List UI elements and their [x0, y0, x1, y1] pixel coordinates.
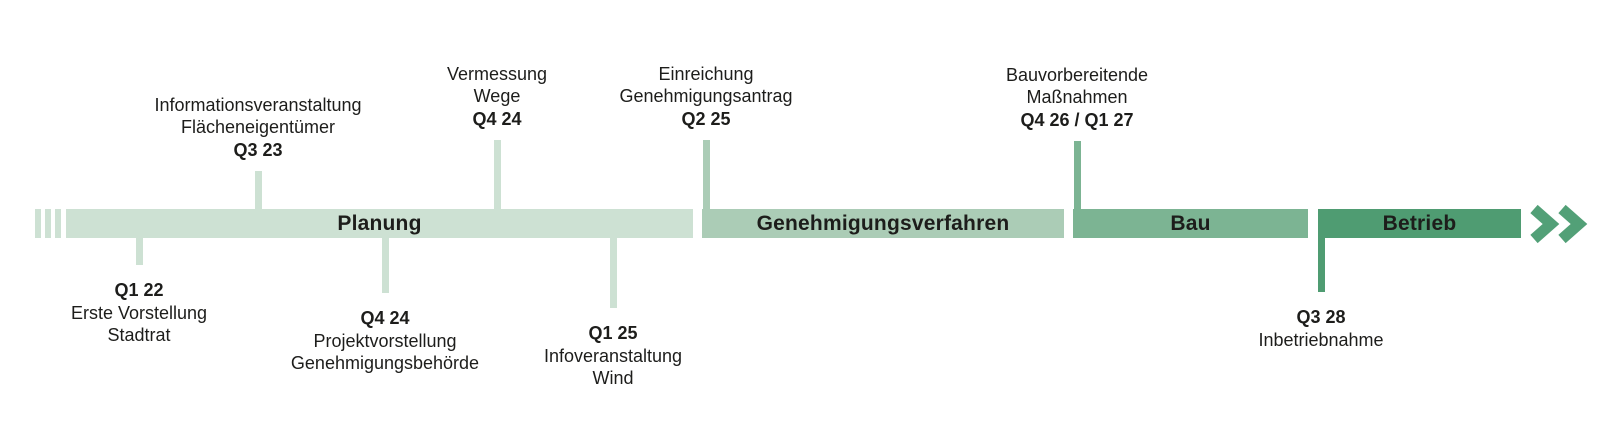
phase-bar-bau: Bau: [1073, 209, 1308, 238]
milestone-line: Erste Vorstellung: [70, 303, 208, 323]
milestone-line: Wind: [592, 368, 634, 388]
milestone-below: Q3 28 Inbetriebnahme: [1146, 305, 1496, 351]
milestone-quarter: Q1 22: [114, 280, 164, 300]
milestone-line: Genehmigungsbehörde: [290, 353, 480, 373]
milestone-tick-above: [1073, 141, 1081, 209]
milestone-line: Projektvorstellung: [313, 331, 457, 351]
milestone-quarter: Q4 24: [472, 109, 522, 129]
milestone-line: Bauvorbereitende: [1005, 65, 1149, 85]
milestone-quarter: Q1 25: [588, 323, 638, 343]
milestone-quarter: Q4 26 / Q1 27: [1020, 110, 1134, 130]
milestone-line: Stadtrat: [107, 325, 171, 345]
phase-label-bau: Bau: [1170, 211, 1211, 235]
phase-bar-genehmigungsverfahren: Genehmigungsverfahren: [702, 209, 1064, 238]
milestone-quarter: Q4 24: [360, 308, 410, 328]
forward-chevrons-icon: [1530, 204, 1588, 244]
phase-bar-planung: Planung: [66, 209, 693, 238]
phase-label-betrieb: Betrieb: [1382, 211, 1457, 235]
milestone-line: Wege: [473, 86, 521, 106]
timeline-start-mark: [55, 209, 61, 238]
milestone-tick-below: [1317, 238, 1325, 292]
milestone-line: Informationsveranstaltung: [154, 95, 362, 115]
milestone-line: Genehmigungsantrag: [619, 86, 793, 106]
phase-label-planung: Planung: [337, 211, 422, 235]
milestone-tick-above: [493, 140, 501, 209]
phase-bar-betrieb: Betrieb: [1318, 209, 1521, 238]
milestone-quarter: Q3 23: [233, 140, 283, 160]
milestone-tick-above: [702, 140, 710, 209]
milestone-tick-below: [135, 238, 143, 265]
milestone-line: Flächeneigentümer: [180, 117, 336, 137]
milestone-line: Vermessung: [446, 64, 548, 84]
milestone-quarter: Q2 25: [681, 109, 731, 129]
timeline-start-mark: [45, 209, 51, 238]
milestone-tick-below: [609, 238, 617, 308]
milestone-line: Maßnahmen: [1026, 87, 1128, 107]
milestone-line: Infoveranstaltung: [543, 346, 683, 366]
milestone-quarter: Q3 28: [1296, 307, 1346, 327]
milestone-line: Einreichung: [658, 64, 754, 84]
milestone-line: Inbetriebnahme: [1258, 330, 1384, 350]
milestone-tick-above: [254, 171, 262, 209]
timeline-start-mark: [35, 209, 41, 238]
milestone-tick-below: [381, 238, 389, 293]
phase-label-genehmigungsverfahren: Genehmigungsverfahren: [756, 211, 1010, 235]
